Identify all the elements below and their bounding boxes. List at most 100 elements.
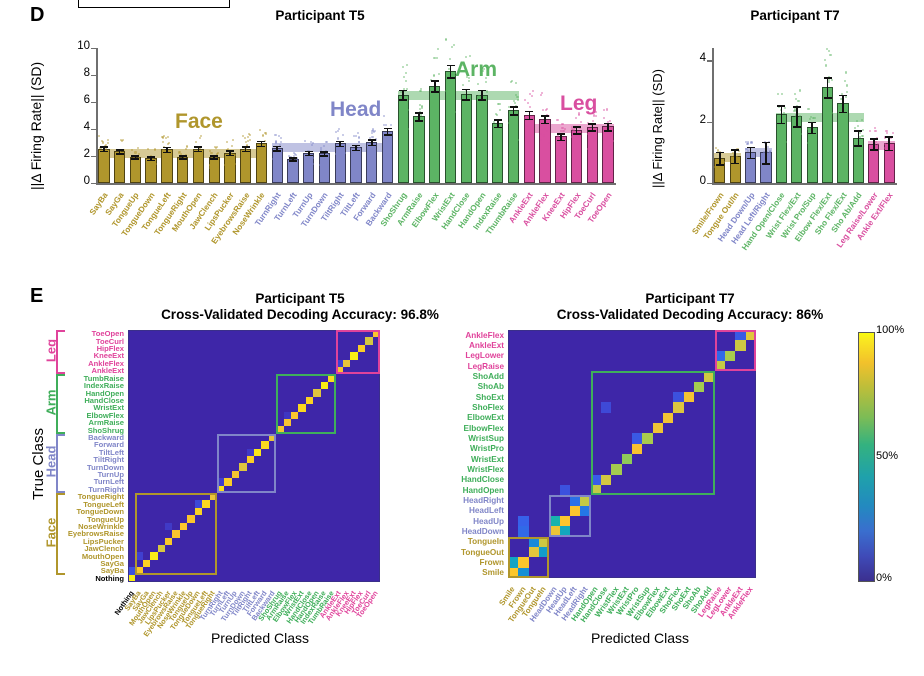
data-point bbox=[860, 119, 864, 122]
error-bar-cap bbox=[509, 106, 518, 108]
bar bbox=[240, 148, 252, 183]
y-tick bbox=[707, 183, 712, 185]
data-point bbox=[799, 89, 802, 92]
data-point bbox=[732, 154, 736, 157]
error-bar bbox=[765, 141, 767, 164]
data-point bbox=[765, 159, 769, 162]
bar bbox=[271, 147, 283, 183]
matrix-row-label: AnkleExt bbox=[91, 366, 125, 376]
matrix-row-label: HandOpen bbox=[462, 485, 504, 495]
matrix-row-label: TongueIn bbox=[467, 537, 504, 547]
data-point bbox=[578, 126, 581, 130]
matrix-cell-diagonal bbox=[209, 493, 217, 501]
data-point bbox=[405, 87, 408, 90]
data-point bbox=[307, 158, 310, 161]
matrix-cell-diagonal bbox=[202, 500, 210, 508]
matrix-row-label: LipsPucker bbox=[83, 536, 124, 546]
error-bar bbox=[607, 122, 609, 130]
data-point bbox=[165, 161, 168, 164]
bar bbox=[586, 126, 599, 183]
matrix-cell-diagonal bbox=[528, 547, 539, 558]
matrix-cell-diagonal bbox=[350, 352, 358, 360]
error-bar bbox=[166, 146, 168, 152]
data-point bbox=[432, 102, 435, 105]
error-bar-cap bbox=[257, 145, 266, 148]
error-bar-cap bbox=[383, 134, 392, 136]
data-point bbox=[303, 157, 306, 160]
data-point bbox=[846, 84, 849, 87]
matrix-row-label: ShoShrug bbox=[87, 425, 124, 435]
data-point bbox=[825, 125, 828, 128]
matrix-cell bbox=[673, 392, 684, 403]
data-point bbox=[793, 108, 797, 111]
error-bar-cap bbox=[147, 159, 156, 162]
brace-face bbox=[56, 493, 65, 575]
data-point bbox=[527, 140, 530, 143]
matrix-cell-diagonal bbox=[261, 441, 269, 449]
data-point bbox=[352, 134, 355, 137]
error-bar bbox=[528, 110, 531, 119]
data-point bbox=[525, 136, 528, 139]
error-bar-cap bbox=[131, 158, 140, 161]
error-bar bbox=[780, 105, 783, 123]
data-point bbox=[201, 156, 204, 159]
data-point bbox=[422, 126, 425, 129]
data-point bbox=[845, 96, 848, 99]
data-point bbox=[310, 159, 314, 162]
data-point bbox=[418, 131, 421, 134]
bar bbox=[775, 113, 787, 183]
error-bar bbox=[497, 119, 499, 127]
data-point bbox=[121, 154, 124, 157]
data-point bbox=[447, 104, 450, 107]
data-point bbox=[797, 99, 800, 102]
error-bar-cap bbox=[478, 89, 487, 92]
data-point bbox=[137, 152, 140, 155]
matrix-cell bbox=[518, 516, 529, 527]
data-point bbox=[120, 138, 123, 141]
data-point bbox=[587, 132, 590, 135]
data-point bbox=[271, 157, 274, 160]
error-bar-cap bbox=[273, 150, 282, 152]
data-point bbox=[492, 121, 495, 124]
data-point bbox=[540, 139, 543, 142]
data-point bbox=[446, 94, 449, 97]
data-point bbox=[402, 65, 405, 69]
data-point bbox=[714, 146, 717, 149]
y-tick-label: 4 bbox=[699, 52, 706, 65]
error-bar-cap bbox=[761, 163, 770, 165]
data-point bbox=[100, 156, 104, 159]
error-bar-cap bbox=[493, 126, 502, 129]
matrix-cell-diagonal bbox=[246, 456, 254, 464]
brace-arm bbox=[56, 374, 65, 434]
matrix-row-label: Backward bbox=[88, 432, 124, 442]
error-bar bbox=[260, 140, 263, 146]
data-point bbox=[561, 126, 564, 129]
data-point bbox=[383, 143, 386, 146]
error-bar bbox=[465, 88, 468, 100]
data-point bbox=[493, 136, 496, 139]
matrix-row-label: AnkleFlex bbox=[465, 330, 504, 340]
y-tick-label: 6 bbox=[83, 94, 90, 106]
matrix-cell bbox=[165, 522, 173, 531]
matrix-cell-diagonal bbox=[291, 411, 299, 419]
bar bbox=[822, 87, 834, 183]
bar bbox=[366, 141, 378, 183]
data-point bbox=[370, 149, 373, 152]
panel-d-t5-title: Participant T5 bbox=[275, 8, 365, 23]
group-box-head bbox=[549, 495, 591, 537]
matrix-cell-diagonal bbox=[305, 396, 314, 405]
matrix-row-label: ShoExt bbox=[475, 392, 504, 402]
data-point bbox=[784, 107, 787, 110]
colorbar bbox=[858, 332, 875, 582]
data-point bbox=[605, 139, 608, 142]
x-axis bbox=[96, 183, 616, 185]
data-point bbox=[445, 37, 448, 40]
matrix-row-label: WristFlex bbox=[467, 465, 504, 474]
data-point bbox=[101, 140, 104, 143]
data-point bbox=[114, 156, 117, 159]
data-point bbox=[319, 146, 322, 149]
error-bar bbox=[402, 89, 405, 100]
data-point bbox=[810, 134, 813, 137]
data-point bbox=[539, 133, 542, 136]
data-point bbox=[890, 158, 893, 161]
